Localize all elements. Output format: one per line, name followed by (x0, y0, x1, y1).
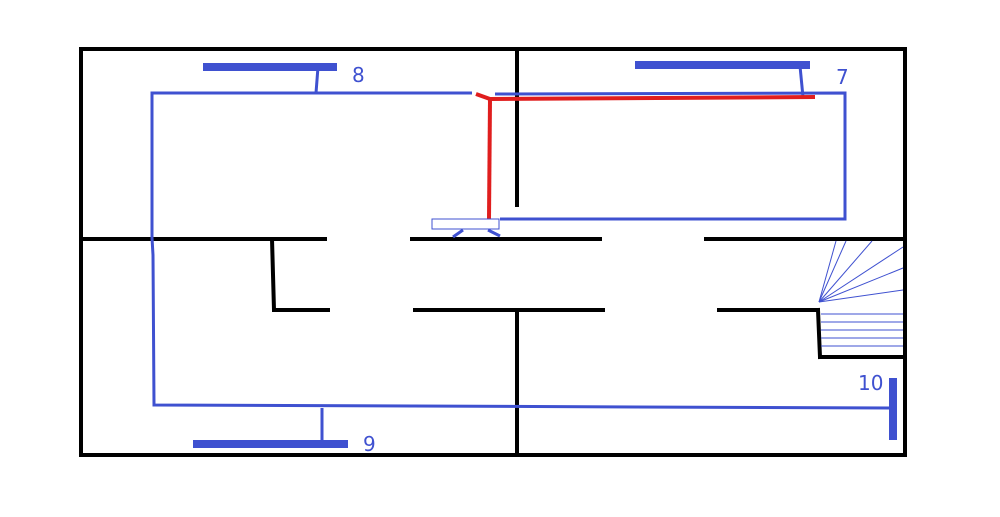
outer-wall (79, 47, 907, 457)
pipe-east-loop (494, 91, 847, 221)
radiator-7-label: 7 (836, 65, 849, 89)
boiler (431, 218, 500, 230)
wall-stair-side (815, 307, 823, 360)
walls (79, 47, 907, 457)
pipe-boiler-link-2 (487, 228, 501, 238)
pipe-network (150, 65, 896, 440)
pipe-radiator-8-drop (314, 66, 320, 94)
radiator-9-label: 9 (363, 432, 376, 456)
supply-pipe-vertical (487, 98, 492, 220)
pipe-boiler-link (452, 228, 464, 239)
pipe-radiator-7-drop (798, 65, 805, 98)
wall-corridor-end (269, 236, 277, 313)
pipe-main-loop (150, 91, 896, 410)
staircase (818, 240, 904, 347)
radiator-8-label: 8 (352, 63, 365, 87)
radiator-10-label: 10 (858, 371, 883, 395)
